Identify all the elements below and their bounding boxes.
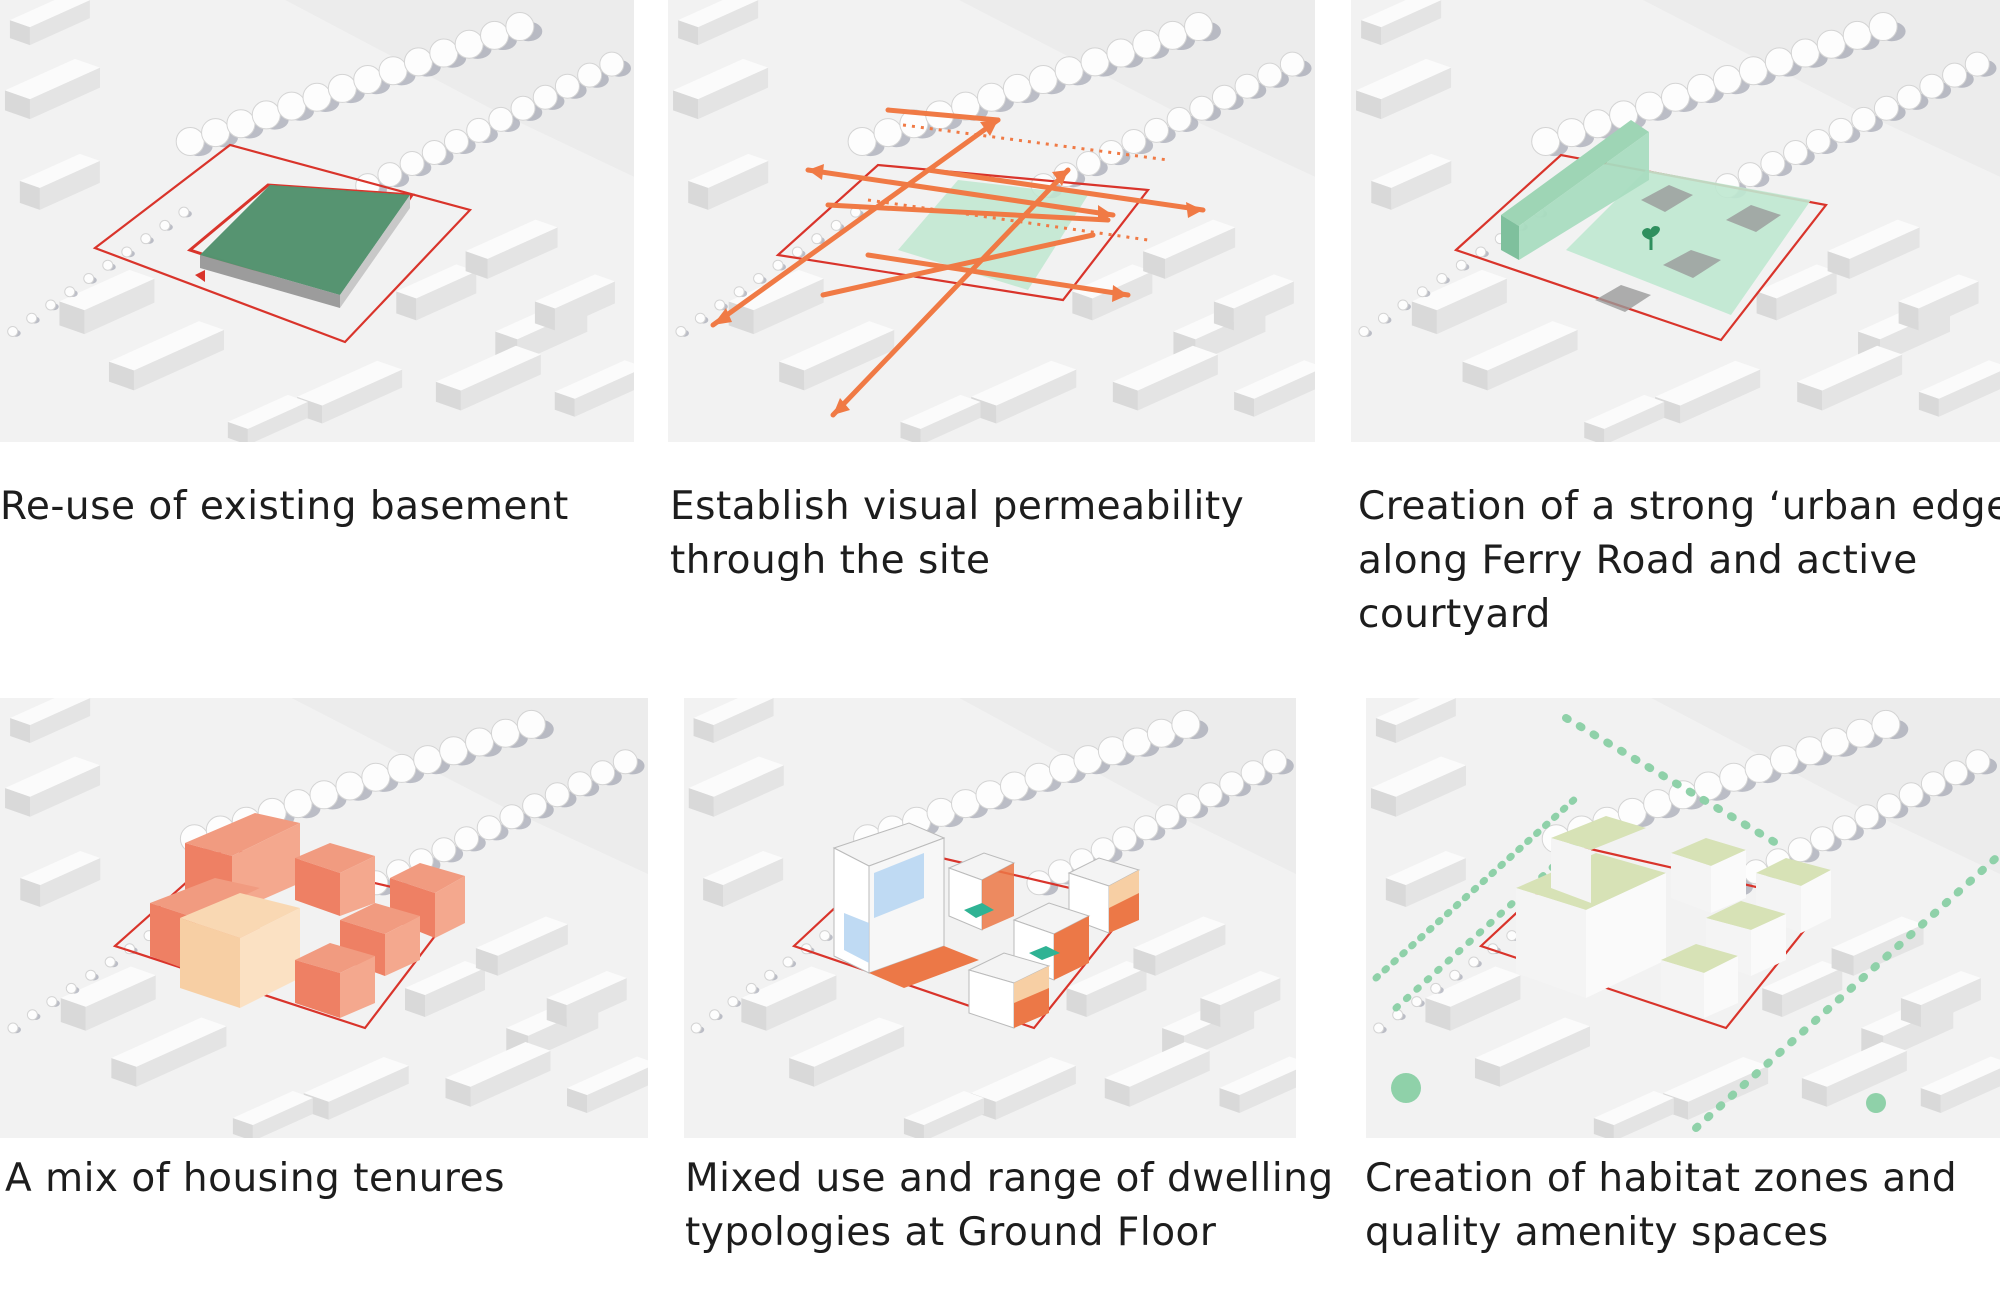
diagram-habitat (1366, 698, 2000, 1138)
caption-tenures: A mix of housing tenures (5, 1152, 505, 1206)
caption-habitat: Creation of habitat zones and quality am… (1365, 1152, 1957, 1260)
mixed-use-blocks (791, 822, 1141, 1030)
basement-volume (92, 143, 473, 344)
diagram-basement (0, 0, 634, 442)
tenure-blocks (112, 813, 465, 1030)
caption-line: Creation of habitat zones and (1365, 1156, 1958, 1201)
panel-tenures (0, 698, 648, 1138)
caption-line: along Ferry Road and active (1358, 538, 1918, 583)
caption-basement: Re-use of existing basement (0, 480, 569, 534)
caption-line: Creation of a strong ‘urban edge’ (1358, 484, 2000, 529)
diagram-tenures (0, 698, 648, 1138)
sprout-icon (1642, 226, 1660, 250)
caption-line: Establish visual permeability (670, 484, 1245, 529)
caption-permeability: Establish visual permeability through th… (670, 480, 1244, 588)
caption-line: A mix of housing tenures (5, 1156, 505, 1201)
diagram-permeability (668, 0, 1315, 442)
caption-line: through the site (670, 538, 991, 583)
panel-permeability (668, 0, 1315, 442)
urban-edge-volumes (1453, 120, 1828, 342)
caption-mixed-use: Mixed use and range of dwelling typologi… (685, 1152, 1334, 1260)
panel-urban-edge (1351, 0, 2000, 442)
panel-habitat (1366, 698, 2000, 1138)
caption-line: courtyard (1358, 592, 1551, 637)
caption-line: typologies at Ground Floor (685, 1210, 1217, 1255)
caption-line: Re-use of existing basement (0, 484, 569, 529)
panel-mixed-use (684, 698, 1296, 1138)
diagram-urban-edge (1351, 0, 2000, 442)
caption-line: quality amenity spaces (1365, 1210, 1829, 1255)
habitat-blocks (1478, 816, 1831, 1030)
permeability-arrows (710, 107, 1206, 418)
diagram-mixed-use (684, 698, 1296, 1138)
caption-line: Mixed use and range of dwelling (685, 1156, 1334, 1201)
caption-urban-edge: Creation of a strong ‘urban edge’ along … (1358, 480, 2000, 642)
panel-basement (0, 0, 634, 442)
